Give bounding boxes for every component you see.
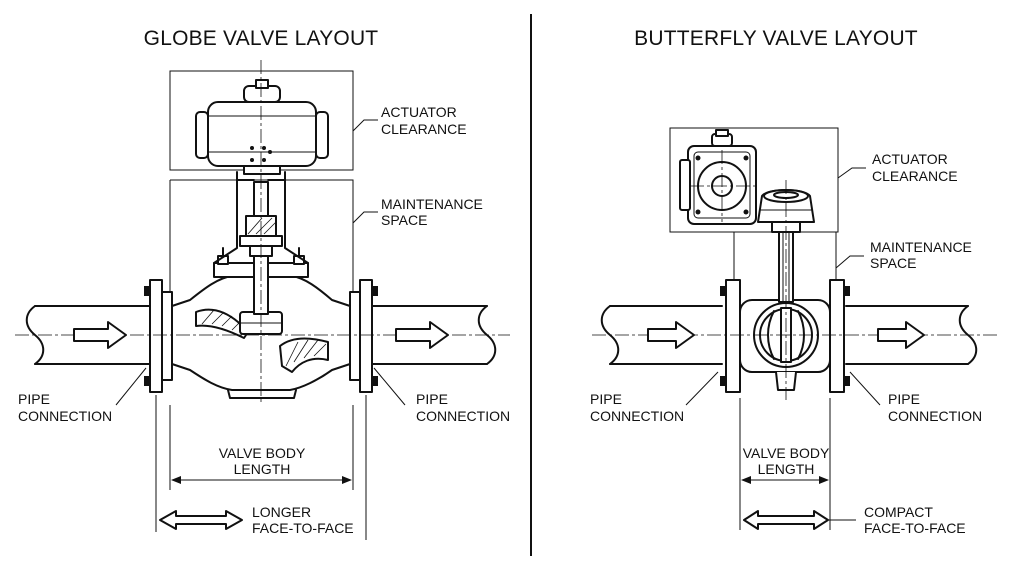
globe-flow-arrow-in [73, 321, 127, 349]
butterfly-flange-right [829, 279, 845, 393]
butterfly-face-to-face-label-1: COMPACT [864, 504, 933, 520]
butterfly-pipe-right-leader [849, 371, 881, 406]
globe-maintenance-space-box [169, 179, 354, 300]
globe-inner-wall-lower [279, 337, 329, 373]
globe-actuator-label-1: ACTUATOR [381, 104, 457, 120]
butterfly-actuator [679, 129, 757, 225]
butterfly-face-to-face-label-2: FACE-TO-FACE [864, 520, 966, 536]
globe-actuator-label-2: CLEARANCE [381, 121, 467, 137]
globe-actuator-leader [352, 119, 378, 132]
butterfly-actuator-label-1: ACTUATOR [872, 151, 948, 167]
globe-maintenance-leader [352, 211, 378, 224]
globe-pipe-left-leader [115, 367, 147, 406]
butterfly-flange-left [725, 279, 741, 393]
butterfly-actuator-leader [837, 167, 866, 179]
globe-title: GLOBE VALVE LAYOUT [144, 27, 379, 50]
globe-pipe-left-label-2: CONNECTION [18, 408, 112, 424]
globe-flange-right-inner [349, 291, 361, 381]
butterfly-actuator-clearance-box [669, 127, 839, 233]
globe-maintenance-label-2: SPACE [381, 212, 427, 228]
butterfly-valve-body-label-1: VALVE BODY [743, 445, 830, 461]
globe-face-to-face-arrow [159, 510, 243, 530]
butterfly-pipe-right-label-1: PIPE [888, 391, 920, 407]
globe-maintenance-label-1: MAINTENANCE [381, 196, 483, 212]
globe-pipe-right-label-1: PIPE [416, 391, 448, 407]
globe-actuator [195, 79, 329, 175]
globe-valve-body-label-2: LENGTH [234, 461, 291, 477]
butterfly-pipe-left-label-1: PIPE [590, 391, 622, 407]
butterfly-flow-arrow-out [877, 321, 925, 349]
butterfly-flow-arrow-in [647, 321, 695, 349]
globe-flange-bolts [144, 286, 378, 386]
butterfly-valve-drawing [592, 127, 1000, 530]
butterfly-flange-bolts [720, 286, 850, 386]
globe-face-to-face-label-2: FACE-TO-FACE [252, 520, 354, 536]
globe-pipe-right-leader [373, 367, 406, 406]
globe-pipe-left-label-1: PIPE [18, 391, 50, 407]
butterfly-maintenance-label-1: MAINTENANCE [870, 239, 972, 255]
butterfly-pipe-left-label-2: CONNECTION [590, 408, 684, 424]
globe-flange-left-inner [161, 291, 173, 381]
globe-body-bottom [227, 389, 297, 399]
butterfly-pipe-left-leader [685, 371, 719, 406]
globe-yoke [213, 171, 309, 264]
butterfly-pipe-right-label-2: CONNECTION [888, 408, 982, 424]
butterfly-actuator-label-2: CLEARANCE [872, 168, 958, 184]
butterfly-valve-body-label-2: LENGTH [758, 461, 815, 477]
globe-flow-arrow-out [395, 321, 449, 349]
globe-valve-body-label-1: VALVE BODY [219, 445, 306, 461]
globe-pipe-right-label-2: CONNECTION [416, 408, 510, 424]
butterfly-maintenance-label-2: SPACE [870, 255, 916, 271]
butterfly-face-to-face-arrow [743, 510, 829, 530]
globe-flange-left-outer [149, 279, 163, 393]
butterfly-maintenance-leader [835, 255, 864, 269]
globe-flange-right-outer [359, 279, 373, 393]
butterfly-title: BUTTERFLY VALVE LAYOUT [634, 27, 918, 50]
globe-face-to-face-label-1: LONGER [252, 504, 311, 520]
globe-valve-drawing [15, 60, 510, 540]
